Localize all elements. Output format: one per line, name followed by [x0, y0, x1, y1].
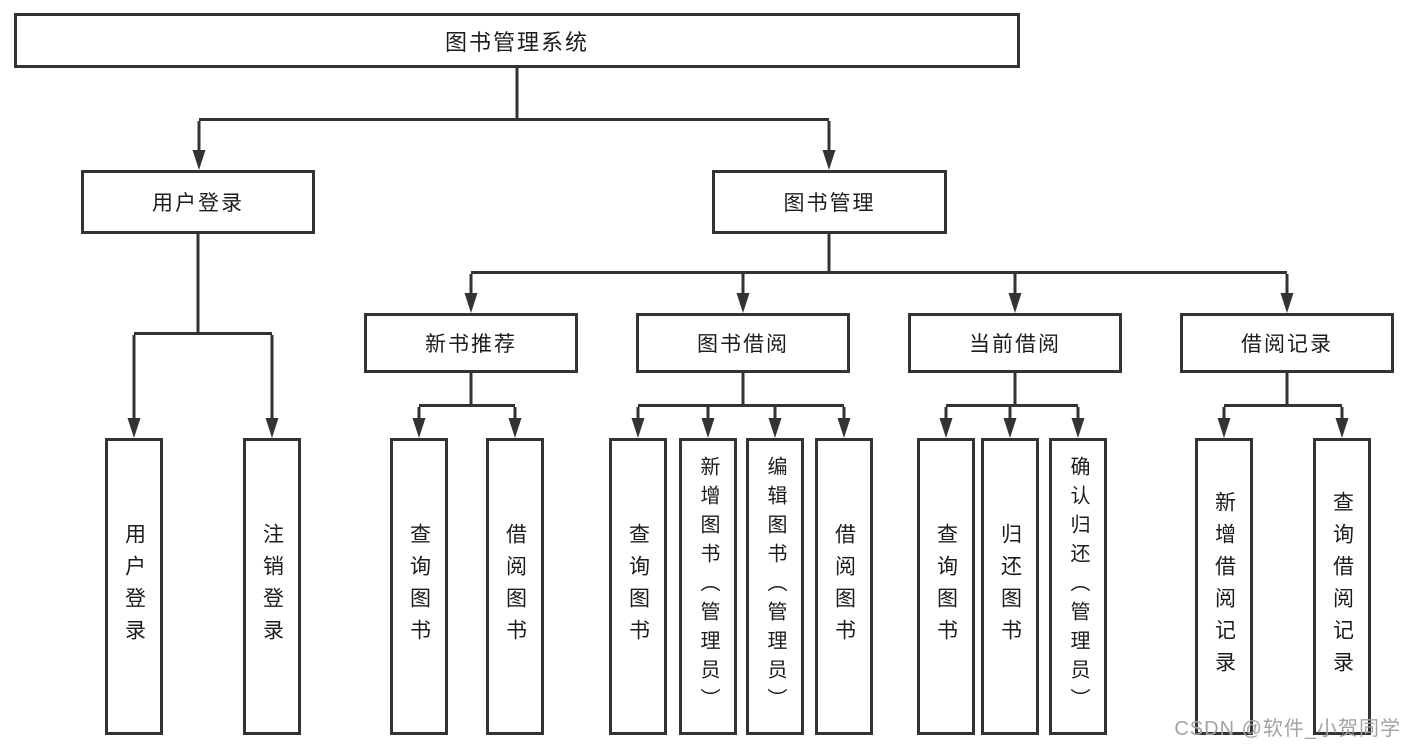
arrowhead-icon: [631, 418, 645, 438]
arrowhead-icon: [1217, 418, 1231, 438]
node-leaf-add-borrow-record: 新增借阅记录: [1195, 438, 1253, 735]
node-label: 图书管理: [783, 192, 876, 215]
arrowhead-icon: [837, 418, 851, 438]
node-label: 查询图书: [934, 522, 958, 651]
node-leaf-logout: 注销登录: [243, 438, 301, 735]
arrowhead-icon: [822, 150, 836, 170]
node-leaf-borrow-books-recommend: 借阅图书: [486, 438, 544, 735]
arrowhead-icon: [1003, 418, 1017, 438]
node-library-management-system: 图书管理系统: [14, 13, 1020, 68]
node-leaf-borrow-books: 借阅图书: [815, 438, 873, 735]
node-label: 注销登录: [260, 522, 284, 651]
node-label: 用户登录: [122, 522, 146, 651]
node-label: 图书管理系统: [444, 29, 589, 55]
node-label: 当前借阅: [969, 333, 1061, 356]
connector-borrow-bus: [638, 373, 844, 407]
arrowhead-icon: [508, 418, 522, 438]
node-leaf-edit-books-admin: 编辑图书（管理员）: [746, 438, 804, 735]
node-label: 归还图书: [998, 522, 1022, 651]
arrowhead-icon: [1071, 418, 1085, 438]
node-label: 借阅图书: [503, 522, 527, 651]
arrowhead-icon: [127, 418, 141, 438]
arrowhead-icon: [1335, 418, 1349, 438]
node-leaf-user-login: 用户登录: [105, 438, 163, 735]
node-leaf-confirm-return-admin: 确认归还（管理员）: [1049, 438, 1107, 735]
node-leaf-add-books-admin: 新增图书（管理员）: [679, 438, 737, 735]
node-label: 确认归还（管理员）: [1067, 456, 1089, 717]
node-borrowing-records: 借阅记录: [1180, 313, 1394, 373]
node-label: 借阅记录: [1241, 333, 1333, 356]
watermark: CSDN @软件_小贺同学: [1174, 718, 1401, 740]
node-current-borrowing: 当前借阅: [908, 313, 1122, 373]
connector-records-bus: [1224, 373, 1342, 407]
connector-bookmgmt-bus: [471, 234, 1287, 274]
connector-userlogin-bus: [134, 234, 272, 335]
node-label: 图书借阅: [697, 333, 789, 356]
node-label: 新书推荐: [425, 333, 517, 356]
node-leaf-query-books-recommend: 查询图书: [390, 438, 448, 735]
node-label: 借阅图书: [832, 522, 856, 651]
node-label: 查询借阅记录: [1330, 490, 1354, 683]
arrowhead-icon: [939, 418, 953, 438]
arrowhead-icon: [412, 418, 426, 438]
arrowhead-icon: [192, 150, 206, 170]
node-leaf-query-books-current: 查询图书: [917, 438, 975, 735]
arrowhead-icon: [701, 418, 715, 438]
node-label: 查询图书: [407, 522, 431, 651]
node-user-login: 用户登录: [81, 170, 315, 234]
arrowhead-icon: [1280, 293, 1294, 313]
node-leaf-return-books: 归还图书: [981, 438, 1039, 735]
arrowhead-icon: [1008, 293, 1022, 313]
node-leaf-query-borrow-record: 查询借阅记录: [1313, 438, 1371, 735]
connector-root-bus: [199, 68, 829, 121]
node-leaf-query-books-borrowing: 查询图书: [609, 438, 667, 735]
node-label: 新增借阅记录: [1212, 490, 1236, 683]
node-book-management: 图书管理: [712, 170, 947, 234]
node-label: 新增图书（管理员）: [697, 456, 719, 717]
arrowhead-icon: [768, 418, 782, 438]
arrowhead-icon: [265, 418, 279, 438]
connector-current-bus: [946, 373, 1078, 407]
node-book-borrowing: 图书借阅: [636, 313, 850, 373]
node-label: 编辑图书（管理员）: [764, 456, 786, 717]
connector-newbook-bus: [419, 373, 515, 407]
arrowhead-icon: [464, 293, 478, 313]
node-label: 查询图书: [626, 522, 650, 651]
node-new-book-recommend: 新书推荐: [364, 313, 578, 373]
arrowhead-icon: [736, 293, 750, 313]
node-label: 用户登录: [152, 192, 244, 215]
